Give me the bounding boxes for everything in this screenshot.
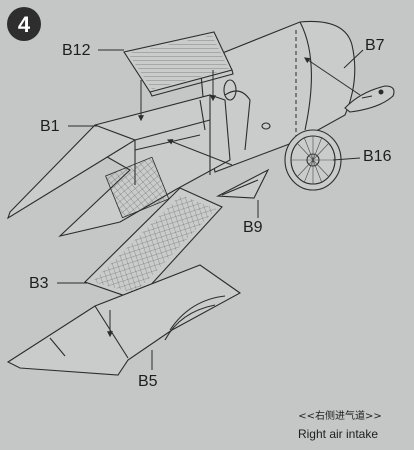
step-badge: 4 — [7, 7, 41, 41]
wheel-b16 — [284, 129, 342, 191]
arrow-to-intake — [166, 138, 233, 166]
floor-panel-b3 — [83, 187, 223, 301]
grille-plate-b12 — [123, 31, 234, 97]
caption-english: Right air intake — [298, 427, 378, 441]
base-plate-b5 — [6, 264, 242, 376]
label-b7: B7 — [365, 37, 385, 54]
arrow-b7 — [304, 57, 361, 96]
intake-duct-b1 — [7, 94, 231, 237]
leader-b16 — [332, 157, 361, 161]
caption-chinese: <<右侧进气道>> — [298, 409, 382, 422]
label-b3: B3 — [29, 275, 49, 292]
step-circle — [7, 7, 41, 41]
label-b16: B16 — [363, 148, 392, 165]
part-b9 — [215, 168, 270, 199]
fuselage-body — [199, 20, 356, 173]
label-b9: B9 — [243, 219, 263, 236]
step-number: 4 — [18, 12, 31, 37]
label-b5: B5 — [138, 373, 158, 390]
label-b12: B12 — [62, 42, 91, 59]
spinner-b7 — [344, 85, 395, 113]
label-b1: B1 — [40, 118, 60, 135]
leader-b7 — [343, 49, 364, 69]
